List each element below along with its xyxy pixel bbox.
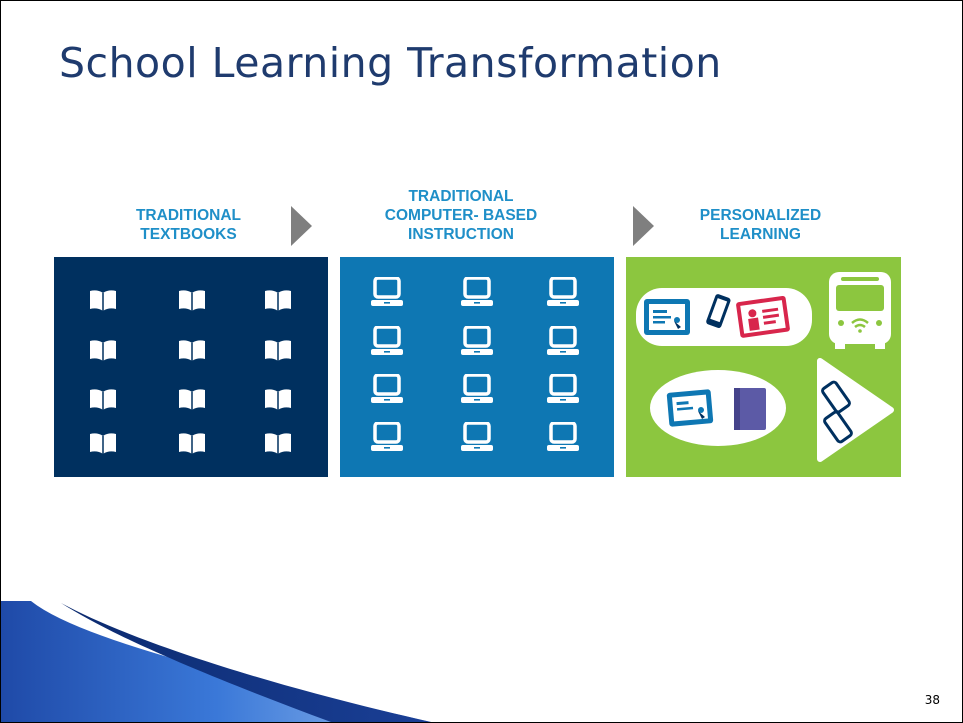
tablet-icon [666, 389, 714, 427]
book-icon [177, 431, 207, 459]
book-icon [263, 288, 293, 316]
book-icon [263, 431, 293, 459]
book-icon [263, 338, 293, 366]
heading-computer-based: TRADITIONAL COMPUTER- BASED INSTRUCTION [366, 187, 556, 244]
laptop-icon [370, 325, 404, 360]
arrow-icon [633, 206, 654, 246]
heading-line: TRADITIONAL [408, 188, 514, 205]
heading-line: TEXTBOOKS [140, 226, 237, 243]
laptop-icon [370, 421, 404, 456]
laptop-icon [546, 421, 580, 456]
laptop-icon [370, 276, 404, 311]
heading-line: COMPUTER- BASED [384, 207, 538, 224]
heading-line: TRADITIONAL [135, 207, 242, 224]
heading-personalized-learning: PERSONALIZED LEARNING [673, 206, 848, 244]
panel-traditional-textbooks [54, 257, 328, 477]
heading-traditional-textbooks: TRADITIONAL TEXTBOOKS [101, 206, 276, 244]
laptop-icon [546, 276, 580, 311]
presentation-icon [736, 295, 790, 338]
smartphone-icon [823, 410, 853, 444]
book-icon [88, 431, 118, 459]
laptop-icon [546, 373, 580, 408]
book-icon [177, 338, 207, 366]
slide-title: School Learning Transformation [59, 39, 722, 87]
book-icon [177, 288, 207, 316]
personalized-learning-illustration [636, 272, 894, 462]
smartphone-icon [821, 380, 851, 414]
laptop-icon [460, 421, 494, 456]
laptop-icon [370, 373, 404, 408]
laptop-icon [460, 276, 494, 311]
arrow-icon [291, 206, 312, 246]
heading-line: PERSONALIZED [699, 207, 822, 224]
book-icon [88, 338, 118, 366]
laptop-icon [460, 373, 494, 408]
page-number: 38 [924, 693, 940, 707]
bus-icon [829, 272, 891, 349]
tablet-icon [644, 299, 690, 335]
panel-computer-based-instruction [340, 257, 614, 477]
heading-line: INSTRUCTION [408, 226, 514, 243]
decorative-swoosh [1, 601, 431, 722]
book-icon [88, 387, 118, 415]
play-icon [817, 358, 894, 462]
heading-line: LEARNING [720, 226, 801, 243]
laptop-icon [546, 325, 580, 360]
book-icon [263, 387, 293, 415]
smartphone-icon [706, 294, 731, 328]
panel-personalized-learning [626, 257, 901, 477]
book-icon [177, 387, 207, 415]
book-icon [88, 288, 118, 316]
book-icon [734, 388, 766, 430]
laptop-icon [460, 325, 494, 360]
